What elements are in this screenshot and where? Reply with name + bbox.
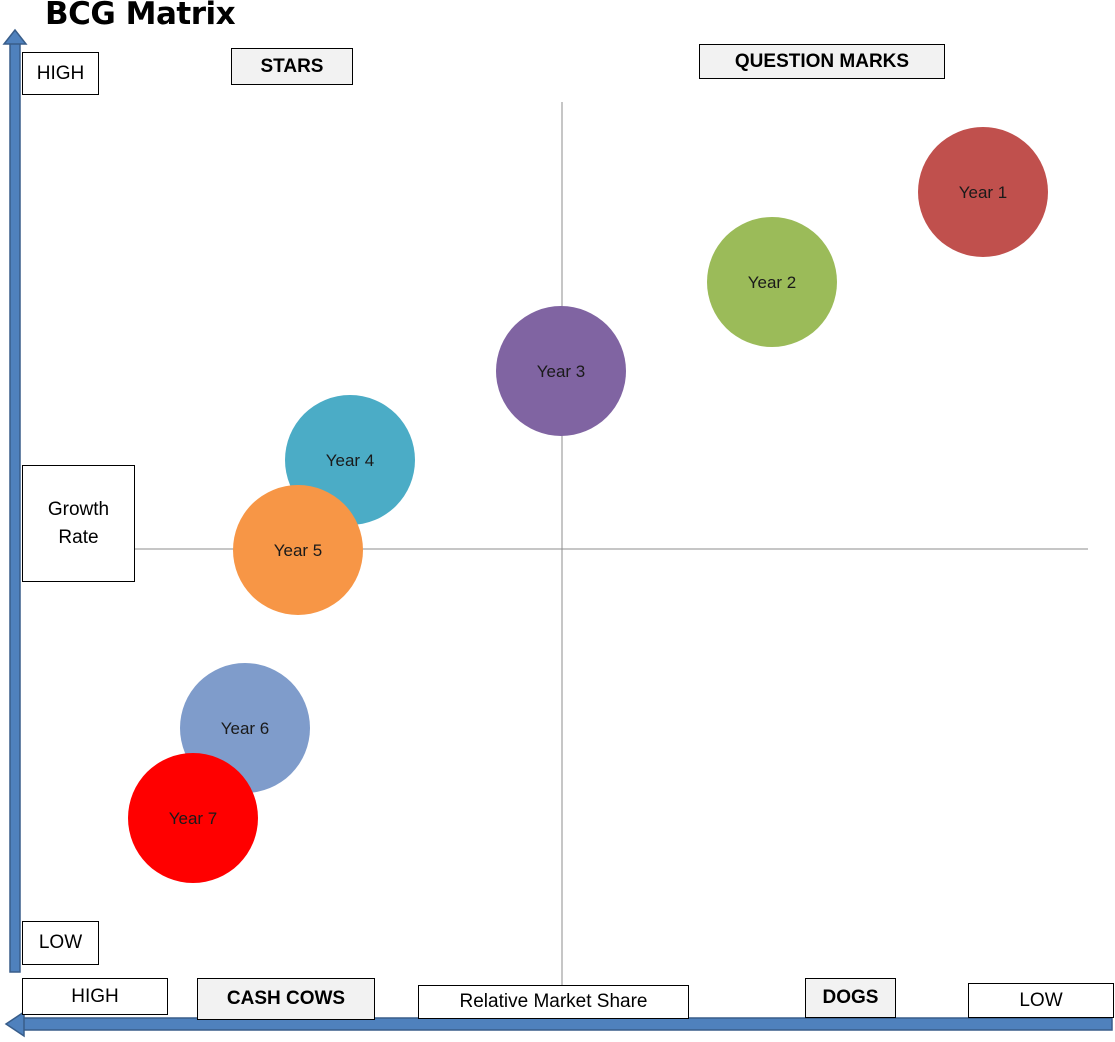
- x-axis-low-label: LOW: [968, 983, 1114, 1018]
- y-axis-shaft: [9, 41, 21, 973]
- bubble-group: Year 1 Year 2 Year 3 Year 4 Year 5 Year 6 Year…: [128, 127, 1048, 883]
- y-axis-arrow: [2, 28, 28, 973]
- bubble-label-year-2: Year 2: [748, 273, 797, 292]
- bubble-year-2: [707, 217, 837, 347]
- x-axis-title: Relative Market Share: [418, 985, 689, 1019]
- y-axis-high-label: HIGH: [22, 52, 99, 95]
- x-axis-high-label: HIGH: [22, 978, 168, 1015]
- quadrant-dogs-label: DOGS: [805, 978, 896, 1018]
- chart-title: BCG Matrix: [45, 0, 236, 32]
- bubble-label-year-7: Year 7: [169, 809, 218, 828]
- quadrant-cash-cows-label: CASH COWS: [197, 978, 375, 1020]
- bubble-year-5: [233, 485, 363, 615]
- y-axis-arrowhead: [2, 28, 28, 45]
- bubble-label-year-6: Year 6: [221, 719, 270, 738]
- bubble-label-year-1: Year 1: [959, 183, 1008, 202]
- x-axis-shaft: [21, 1017, 1113, 1031]
- x-axis-arrowhead: [4, 1010, 25, 1038]
- x-axis-arrow: [4, 1010, 1113, 1038]
- bubble-label-year-4: Year 4: [326, 451, 375, 470]
- bubble-year-7: [128, 753, 258, 883]
- bubble-year-3: [496, 306, 626, 436]
- quadrant-question-marks-label: QUESTION MARKS: [699, 44, 945, 79]
- bubble-label-year-3: Year 3: [537, 362, 586, 381]
- quadrant-stars-label: STARS: [231, 48, 353, 85]
- bubble-label-year-5: Year 5: [274, 541, 323, 560]
- y-axis-low-label: LOW: [22, 921, 99, 965]
- bubble-year-1: [918, 127, 1048, 257]
